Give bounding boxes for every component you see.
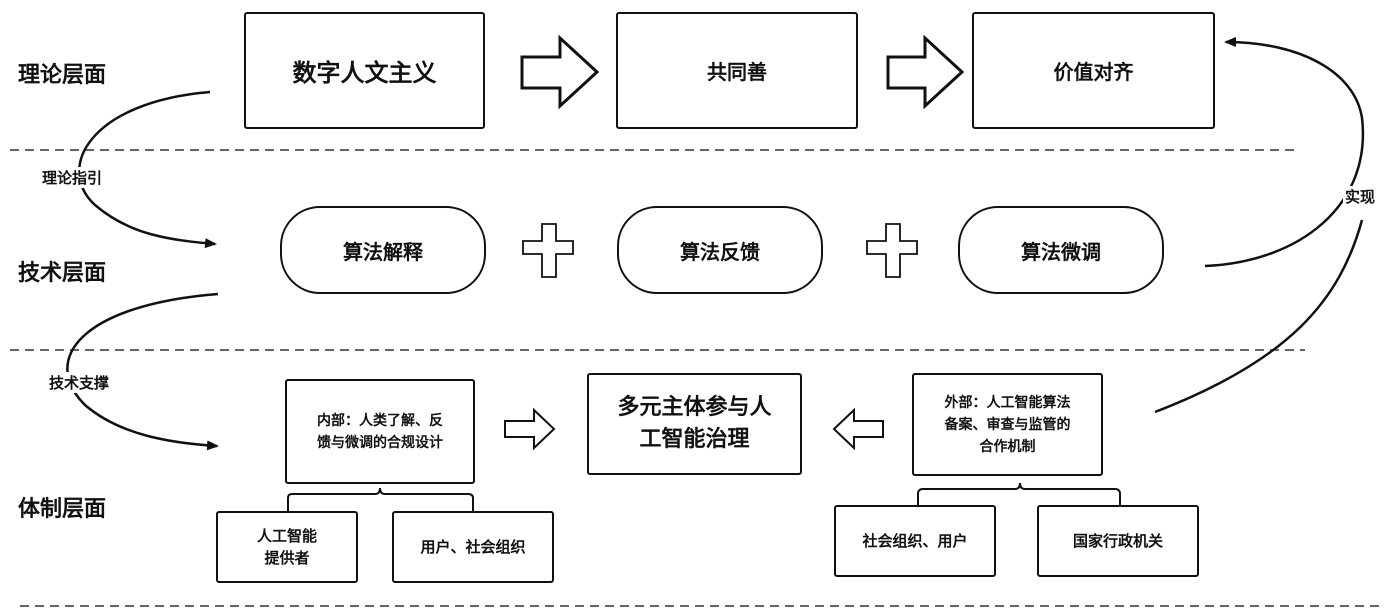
center-line-2: 工智能治理 xyxy=(639,427,750,452)
bracket-internal xyxy=(287,487,474,511)
connector-label-realize: 实现 xyxy=(1343,186,1378,207)
center-line-1: 多元主体参与人 xyxy=(617,395,772,420)
tech-pill-algorithm-feedback: 算法反馈 xyxy=(617,206,823,294)
realize-arrow-upper xyxy=(1204,37,1365,268)
internal-line-2: 馈与微调的合规设计 xyxy=(317,434,443,451)
block-arrow-2 xyxy=(886,34,965,110)
child-box-state-admin: 国家行政机关 xyxy=(1037,505,1199,577)
tech-support-arrow xyxy=(66,292,219,451)
multi-stakeholder-governance-box: 多元主体参与人 工智能治理 xyxy=(587,373,802,475)
theory-guidance-arrow xyxy=(77,90,217,249)
tech-pill-algorithm-finetuning: 算法微调 xyxy=(958,206,1164,294)
tech-pill-algorithm-explanation: 算法解释 xyxy=(280,206,486,294)
layer-label-institution: 体制层面 xyxy=(18,497,107,522)
bracket-external xyxy=(917,482,1121,505)
external-line-1: 外部：人工智能算法 xyxy=(944,394,1071,411)
external-cooperation-box: 外部：人工智能算法 备案、审查与监管的 合作机制 xyxy=(912,373,1103,476)
theory-box-common-good: 共同善 xyxy=(616,12,858,129)
provider-line-1: 人工智能 xyxy=(256,527,317,545)
external-line-2: 备案、审查与监管的 xyxy=(944,416,1071,433)
plus-sign-1 xyxy=(522,223,574,278)
small-arrow-left xyxy=(832,407,884,451)
block-arrow-1 xyxy=(520,34,600,110)
child-box-social-orgs-users: 社会组织、用户 xyxy=(834,505,996,577)
layer-label-technology: 技术层面 xyxy=(18,261,107,286)
plus-sign-2 xyxy=(866,223,918,278)
layer-label-theory: 理论层面 xyxy=(18,63,107,88)
child-box-ai-provider: 人工智能 提供者 xyxy=(216,511,358,583)
small-arrow-right xyxy=(504,407,556,451)
theory-box-digital-humanism: 数字人文主义 xyxy=(244,12,485,129)
theory-box-value-alignment: 价值对齐 xyxy=(972,12,1215,129)
provider-line-2: 提供者 xyxy=(264,549,310,567)
internal-compliance-box: 内部：人类了解、反 馈与微调的合规设计 xyxy=(285,379,475,484)
internal-line-1: 内部：人类了解、反 xyxy=(317,412,443,429)
realize-arrow-lower xyxy=(1154,219,1364,414)
external-line-3: 合作机制 xyxy=(979,438,1036,455)
connector-label-tech-support: 技术支撑 xyxy=(47,372,112,393)
child-box-users-social-orgs: 用户、社会组织 xyxy=(392,511,554,583)
connector-label-theory-guidance: 理论指引 xyxy=(40,167,105,188)
